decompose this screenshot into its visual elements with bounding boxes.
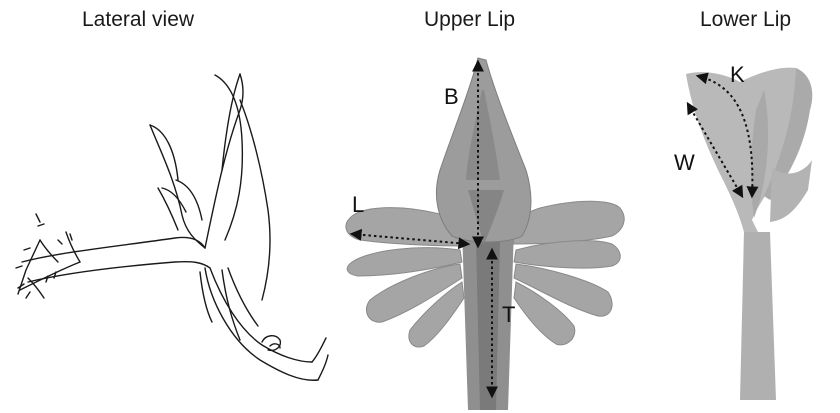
lateral-view-drawing (16, 74, 328, 380)
upper-lip-photo (346, 58, 624, 410)
label-l: L (352, 192, 364, 217)
label-t: T (502, 302, 515, 327)
label-k: K (730, 62, 745, 87)
label-b: B (444, 84, 459, 109)
lower-lip-photo (686, 68, 812, 400)
label-w: W (674, 150, 695, 175)
